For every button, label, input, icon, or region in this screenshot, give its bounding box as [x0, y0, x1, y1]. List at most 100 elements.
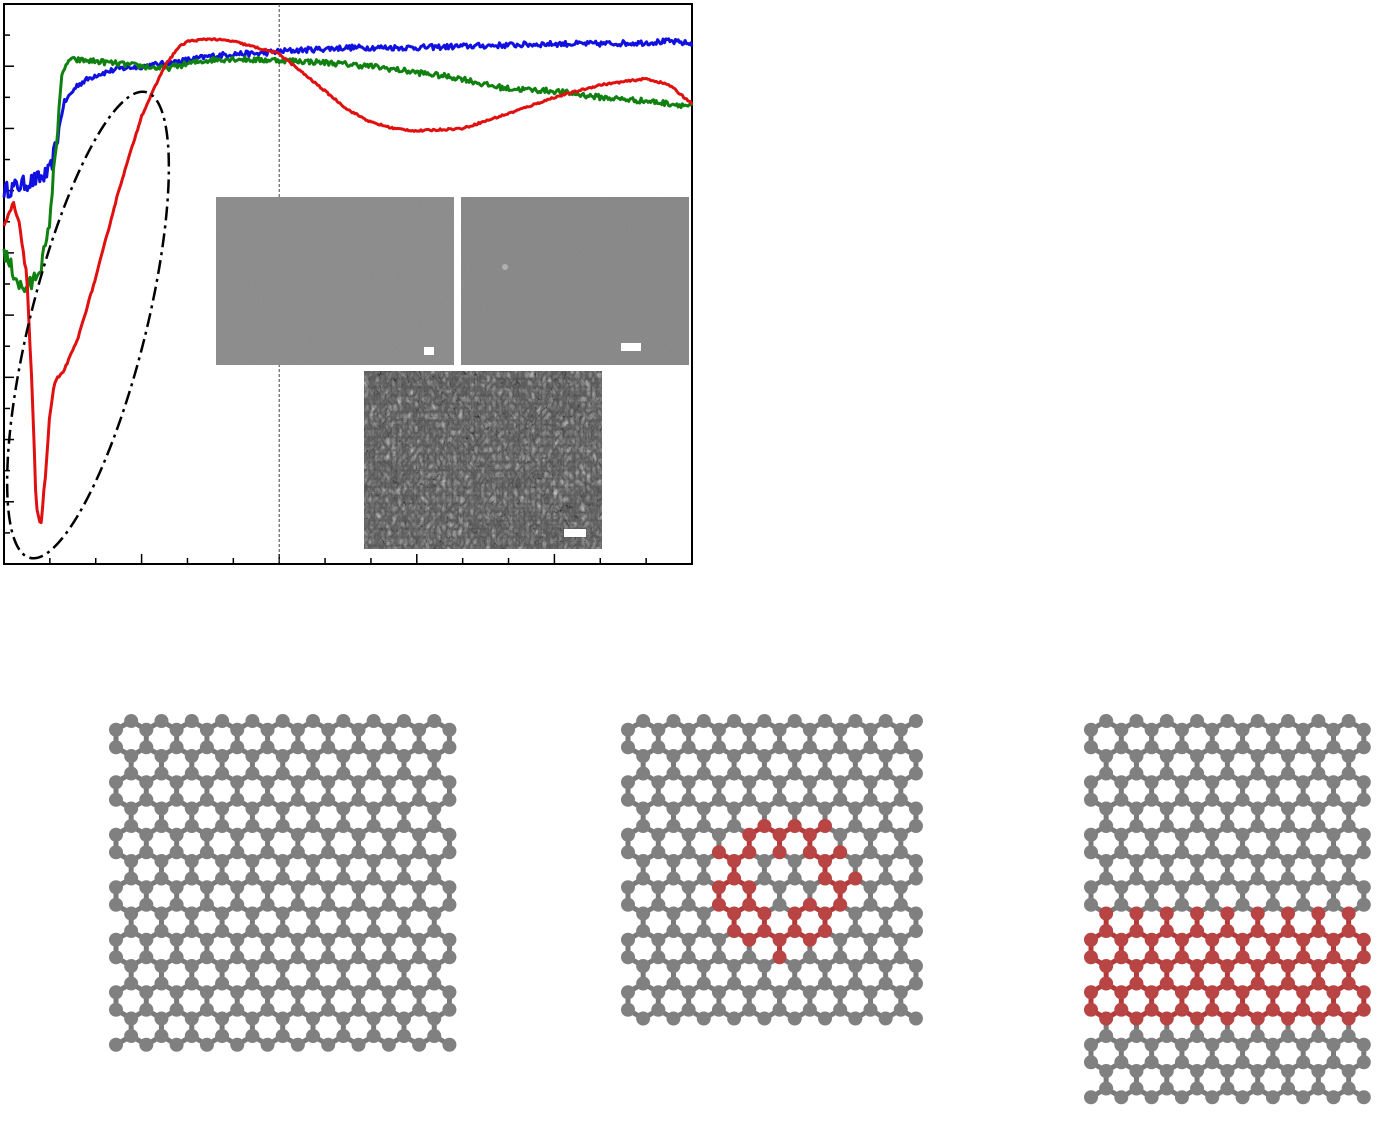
atom — [1341, 959, 1356, 973]
atom — [1296, 985, 1311, 1000]
atom — [1159, 1081, 1174, 1096]
atom — [215, 854, 230, 868]
atom — [154, 766, 169, 781]
atom — [1190, 906, 1205, 921]
atom — [1235, 1055, 1250, 1070]
atom — [1265, 932, 1280, 947]
atom — [184, 924, 199, 938]
atom — [290, 932, 305, 947]
atom — [396, 749, 411, 763]
atom — [1326, 775, 1341, 790]
atom — [412, 950, 427, 965]
atom — [1144, 722, 1159, 737]
atom — [681, 845, 696, 860]
atom — [818, 801, 833, 816]
atom — [366, 871, 381, 886]
atom — [1205, 880, 1220, 895]
atom — [863, 722, 878, 737]
atom — [1341, 906, 1356, 921]
atom — [290, 722, 305, 737]
atom — [1205, 792, 1220, 807]
atom — [1265, 740, 1280, 755]
atom — [651, 950, 666, 965]
atom — [1099, 1064, 1114, 1078]
atom — [139, 880, 154, 895]
atom — [306, 1029, 321, 1043]
atom — [336, 801, 351, 816]
atom — [651, 897, 666, 912]
atom — [1326, 985, 1341, 1000]
atom — [230, 740, 245, 755]
atom — [260, 880, 275, 895]
atom — [1174, 1002, 1189, 1017]
atom — [1114, 845, 1129, 860]
atom — [1084, 932, 1098, 947]
atom — [1220, 924, 1235, 938]
atom — [1341, 1081, 1356, 1096]
atom — [1220, 749, 1235, 763]
atom — [245, 976, 260, 991]
atom — [1084, 827, 1098, 842]
atom — [1205, 722, 1220, 737]
atom — [787, 976, 802, 991]
atom — [275, 801, 290, 816]
atom — [1220, 1064, 1235, 1078]
atom — [1235, 845, 1250, 860]
atom — [757, 819, 772, 833]
atom — [727, 819, 742, 833]
atom — [260, 1002, 275, 1017]
atom — [1174, 1055, 1189, 1070]
atom — [124, 959, 139, 973]
atom — [366, 819, 381, 833]
atom — [651, 932, 666, 947]
atom — [1084, 985, 1098, 1000]
atom — [681, 985, 696, 1000]
atom — [1356, 897, 1371, 912]
atom — [787, 1011, 802, 1026]
atom — [696, 819, 711, 833]
atom — [184, 1011, 199, 1026]
atom — [893, 950, 908, 965]
atom — [154, 854, 169, 868]
atom — [1174, 950, 1189, 965]
atom — [1144, 1055, 1159, 1070]
sem-inset-1 — [216, 197, 454, 365]
atom — [1296, 897, 1311, 912]
atom — [833, 845, 848, 860]
atom — [908, 906, 923, 921]
atom — [651, 792, 666, 807]
atom — [124, 1029, 139, 1043]
atom — [321, 845, 336, 860]
atom — [124, 819, 139, 833]
atom — [290, 1002, 305, 1017]
atom — [651, 827, 666, 842]
atom — [1190, 924, 1205, 938]
atom — [1099, 906, 1114, 921]
atom — [245, 1011, 260, 1026]
atom — [396, 1029, 411, 1043]
atom — [366, 924, 381, 938]
atom — [412, 897, 427, 912]
atom — [215, 906, 230, 921]
atom — [169, 792, 184, 807]
atom — [381, 1002, 396, 1017]
atom — [742, 792, 757, 807]
atom — [696, 1011, 711, 1026]
atom — [427, 766, 442, 781]
atom — [711, 827, 726, 842]
atom — [727, 871, 742, 886]
atom — [139, 950, 154, 965]
atom — [366, 766, 381, 781]
atom — [124, 924, 139, 938]
atom — [908, 749, 923, 763]
atom — [260, 985, 275, 1000]
atom — [1235, 880, 1250, 895]
atom — [306, 801, 321, 816]
atom — [109, 792, 123, 807]
atom — [696, 871, 711, 886]
atom — [1296, 950, 1311, 965]
atom — [124, 976, 139, 991]
atom — [184, 749, 199, 763]
atom — [1356, 845, 1371, 860]
series-line-3 — [2, 37, 694, 525]
